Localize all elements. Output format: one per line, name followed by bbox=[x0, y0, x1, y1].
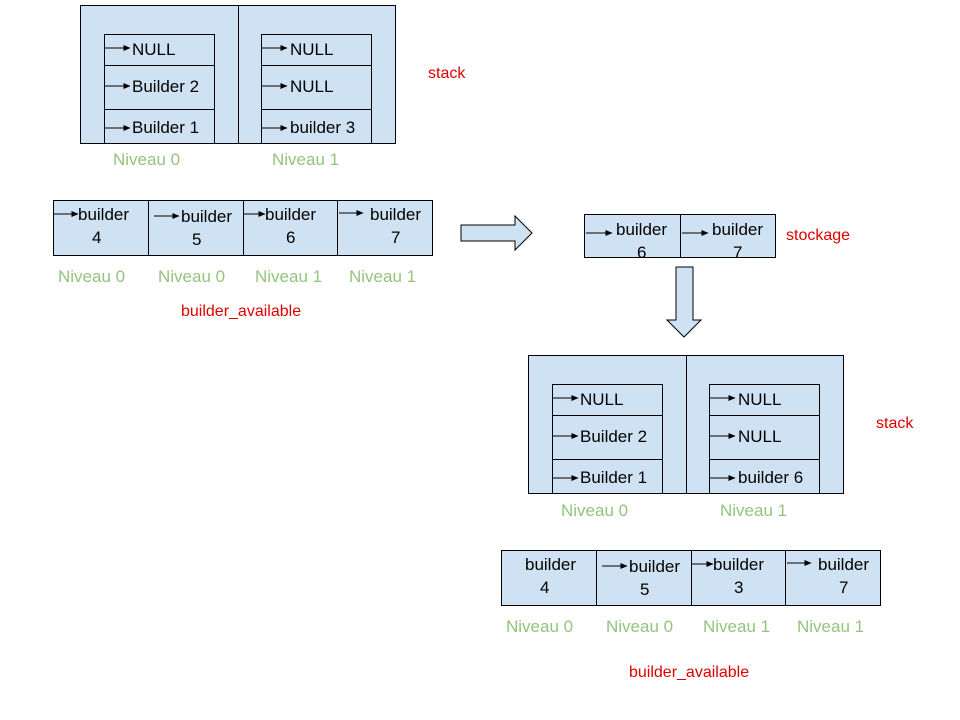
top-available-cell0-line2: 4 bbox=[92, 228, 102, 247]
top-stack-col1-slot1-text: NULL bbox=[290, 77, 334, 96]
bottom-available-level-2: Niveau 1 bbox=[703, 617, 771, 636]
bottom-stack-col0-slot2-text: Builder 1 bbox=[580, 468, 648, 487]
bottom-available-level-1: Niveau 0 bbox=[606, 617, 674, 636]
top-available-level-0: Niveau 0 bbox=[58, 267, 126, 286]
bottom-stack-col0-slot0 bbox=[552, 384, 663, 416]
right-block-arrow-icon bbox=[460, 214, 533, 252]
top-stack-col0-slot2 bbox=[104, 109, 215, 144]
bottom-stack-title: stack bbox=[876, 415, 914, 432]
top-stack-col1-slot2 bbox=[261, 109, 372, 144]
top-stack-col1-slot2-text: builder 3 bbox=[290, 118, 356, 137]
top-available-cell-1 bbox=[148, 200, 244, 256]
bottom-available-cell-2 bbox=[691, 550, 786, 606]
bottom-available-cell0-line2: 4 bbox=[540, 578, 550, 597]
bottom-available-cell1-line2: 5 bbox=[640, 580, 650, 599]
bottom-available-cell3-line1: builder bbox=[818, 555, 870, 574]
top-available-cell1-line2: 5 bbox=[192, 230, 202, 249]
top-stack-title: stack bbox=[428, 65, 466, 82]
top-stack-col0-slot1-text: Builder 2 bbox=[132, 77, 200, 96]
stockage-cell1-line1: builder bbox=[712, 220, 764, 239]
top-available-level-2: Niveau 1 bbox=[255, 267, 323, 286]
bottom-available-cell-1 bbox=[596, 550, 692, 606]
top-available-level-1: Niveau 0 bbox=[158, 267, 226, 286]
bottom-stack-col1-slot1 bbox=[709, 415, 820, 460]
stockage-cell0-line1: builder bbox=[616, 220, 668, 239]
bottom-available-cell-0 bbox=[501, 550, 597, 606]
top-available-cell0-line1: builder bbox=[78, 205, 130, 224]
top-available-cell3-line1: builder bbox=[370, 205, 422, 224]
stockage-cell-1 bbox=[680, 214, 776, 258]
top-available-cell2-line2: 6 bbox=[286, 228, 296, 247]
bottom-stack-col1-slot2-text: builder 6 bbox=[738, 468, 804, 487]
top-available-cell-0 bbox=[53, 200, 149, 256]
top-stack-level1-label: Niveau 1 bbox=[272, 150, 340, 169]
top-available-cell1-line1: builder bbox=[181, 207, 233, 226]
top-stack-col0-slot2-text: Builder 1 bbox=[132, 118, 200, 137]
bottom-available-level-3: Niveau 1 bbox=[797, 617, 865, 636]
bottom-available-cell2-line1: builder bbox=[713, 555, 765, 574]
bottom-stack-col1-slot2 bbox=[709, 459, 820, 494]
top-stack-col1-slot0-text: NULL bbox=[290, 40, 334, 59]
top-available-cell-3 bbox=[337, 200, 433, 256]
top-available-level-3: Niveau 1 bbox=[349, 267, 417, 286]
stockage-cell-0 bbox=[584, 214, 681, 258]
bottom-available-cell3-line2: 7 bbox=[839, 578, 849, 597]
top-stack-level0-label: Niveau 0 bbox=[113, 150, 181, 169]
bottom-stack-col1-slot1-text: NULL bbox=[738, 427, 782, 446]
bottom-available-level-0: Niveau 0 bbox=[506, 617, 574, 636]
top-available-cell3-line2: 7 bbox=[391, 228, 401, 247]
bottom-available-cell-3 bbox=[785, 550, 881, 606]
stockage-cell1-line2: 7 bbox=[733, 243, 743, 257]
top-available-title: builder_available bbox=[181, 303, 302, 320]
bottom-available-title: builder_available bbox=[629, 664, 750, 681]
top-stack-col1-slot1 bbox=[261, 65, 372, 110]
top-stack-divider bbox=[238, 5, 239, 144]
top-available-cell2-line1: builder bbox=[265, 205, 317, 224]
top-stack-col0-slot0-text: NULL bbox=[132, 40, 176, 59]
bottom-stack-level1-label: Niveau 1 bbox=[720, 501, 788, 520]
bottom-available-cell1-line1: builder bbox=[629, 557, 681, 576]
bottom-stack-col1-slot0-text: NULL bbox=[738, 390, 782, 409]
stockage-cell0-line2: 6 bbox=[637, 243, 647, 257]
bottom-available-cell0-line1: builder bbox=[525, 555, 577, 574]
bottom-stack-divider bbox=[686, 355, 687, 494]
bottom-stack-col0-slot2 bbox=[552, 459, 663, 494]
bottom-stack-col0-slot1-text: Builder 2 bbox=[580, 427, 648, 446]
top-stack-col0-slot0 bbox=[104, 34, 215, 66]
bottom-available-cell2-line2: 3 bbox=[734, 578, 744, 597]
top-available-cell-2 bbox=[243, 200, 338, 256]
stockage-title: stockage bbox=[786, 227, 851, 244]
bottom-stack-level0-label: Niveau 0 bbox=[561, 501, 629, 520]
bottom-stack-col0-slot0-text: NULL bbox=[580, 390, 624, 409]
down-block-arrow-icon bbox=[665, 266, 703, 338]
bottom-stack-col1-slot0 bbox=[709, 384, 820, 416]
